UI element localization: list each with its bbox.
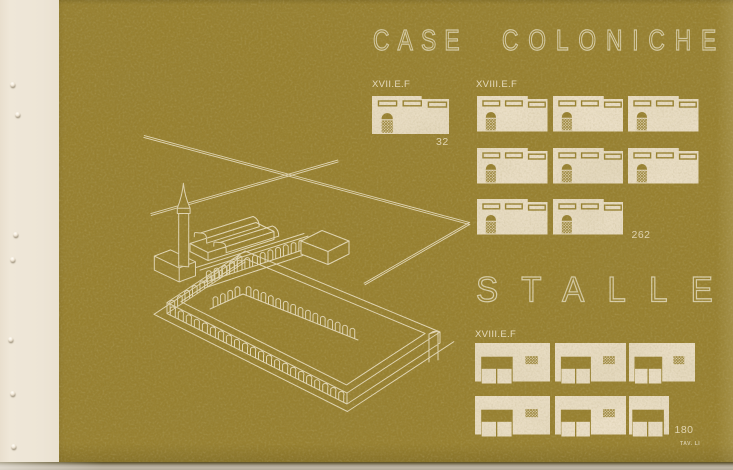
stable-figure	[554, 343, 626, 384]
stable-figure	[475, 396, 550, 437]
house-figure-xviii	[628, 96, 699, 132]
binding-bump	[8, 337, 13, 342]
plate-number: TAV. LI	[680, 441, 701, 447]
case-group2-count: 262	[631, 229, 651, 241]
title-case: CASE	[373, 26, 468, 57]
case-group2-label: XVIII.E.F	[476, 78, 518, 90]
stable-figure	[629, 343, 695, 384]
title-coloniche-group: COLONICHE	[501, 25, 726, 57]
house-figure-xvii	[372, 96, 449, 134]
binding-bump	[11, 444, 16, 449]
house-figure-xviii	[477, 147, 548, 183]
binding-bump	[10, 391, 15, 396]
title-stalle: STALLE	[476, 271, 733, 310]
stalle-group-label: XVIII.E.F	[475, 329, 517, 340]
house-figure-xviii	[477, 96, 548, 132]
case-group1-label: XVII.E.F	[372, 78, 411, 90]
stable-figure-half	[629, 396, 669, 437]
title-coloniche: COLONICHE	[502, 26, 726, 57]
page-bottom-edge	[0, 462, 733, 470]
page-left-margin	[0, 0, 59, 462]
title-stalle-group: STALLE	[475, 270, 733, 310]
stable-figure	[554, 396, 626, 437]
house-figure-xviii	[552, 96, 623, 132]
binding-bump	[13, 232, 18, 237]
binding-bump	[15, 112, 20, 117]
case-group1-count: 32	[436, 135, 449, 148]
plate: CASE COLONICHE STALLE XVII.E.F XVIII.E.F…	[59, 0, 733, 462]
house-figure-xviii	[628, 147, 699, 183]
title-case-group: CASE	[372, 25, 468, 57]
stalle-count: 180	[674, 423, 694, 436]
house-figure-xviii	[552, 199, 623, 235]
binding-bump	[10, 82, 15, 87]
stable-figure	[475, 343, 550, 384]
house-figure-xviii	[477, 199, 548, 235]
house-figure-xviii	[552, 147, 623, 183]
binding-bump	[10, 257, 15, 262]
